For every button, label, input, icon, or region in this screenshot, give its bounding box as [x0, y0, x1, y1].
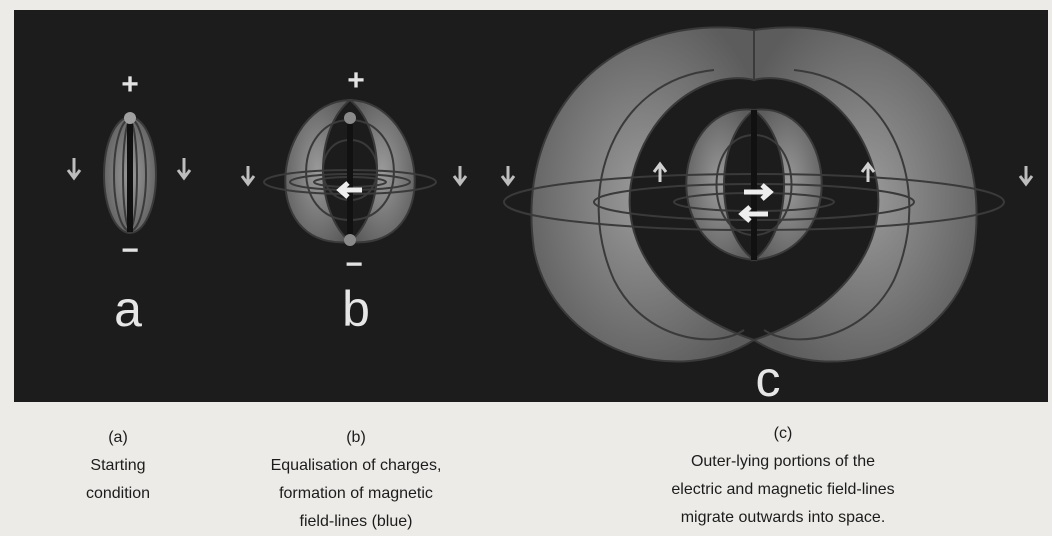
panel-letter-c: c: [744, 354, 792, 402]
panel-letter-a: a: [104, 284, 152, 334]
arrow-down-right: [1020, 166, 1032, 184]
caption-b-line-3: field-lines (blue): [236, 508, 476, 536]
dipole-diagram: [14, 10, 1048, 402]
caption-b-tag: (b): [236, 424, 476, 452]
arrow-down-right: [178, 158, 190, 178]
minus-sign-a: −: [118, 236, 142, 266]
caption-c-line-2: electric and magnetic field-lines: [628, 476, 938, 504]
caption-a: (a) Starting condition: [58, 424, 178, 508]
caption-b-line-2: formation of magnetic: [236, 480, 476, 508]
arrow-down-left: [242, 166, 254, 184]
arrow-down-left: [68, 158, 80, 178]
charge-sphere: [344, 234, 356, 246]
arrow-up-left: [654, 164, 666, 182]
arrow-down-left: [502, 166, 514, 184]
arrow-down-right: [454, 166, 466, 184]
caption-c-tag: (c): [628, 420, 938, 448]
caption-b-line-1: Equalisation of charges,: [236, 452, 476, 480]
panel-letter-b: b: [332, 284, 380, 334]
plus-sign-b: +: [344, 66, 368, 96]
charge-sphere: [344, 112, 356, 124]
dipole-figure: + − + − a b c: [14, 10, 1048, 402]
panel-b-dipole: [242, 100, 466, 246]
dipole-rod: [127, 120, 133, 232]
caption-b: (b) Equalisation of charges, formation o…: [236, 424, 476, 536]
caption-a-line-1: Starting: [58, 452, 178, 480]
caption-c-line-1: Outer-lying portions of the: [628, 448, 938, 476]
panel-c-dipole: [502, 27, 1032, 361]
minus-sign-b: −: [342, 250, 366, 280]
caption-a-line-2: condition: [58, 480, 178, 508]
caption-c: (c) Outer-lying portions of the electric…: [628, 420, 938, 532]
dipole-rod: [751, 110, 757, 260]
charge-sphere: [124, 112, 136, 124]
panel-a-dipole: [68, 112, 190, 233]
caption-a-tag: (a): [58, 424, 178, 452]
plus-sign-a: +: [118, 70, 142, 100]
